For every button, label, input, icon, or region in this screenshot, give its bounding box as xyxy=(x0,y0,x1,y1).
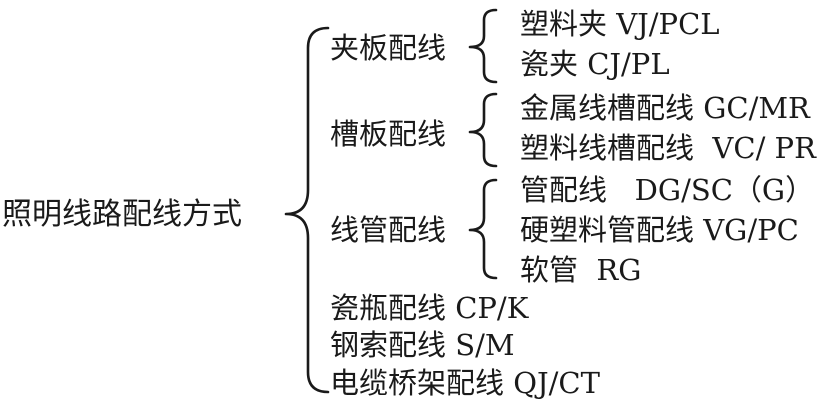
category-label-trough-wiring: 槽板配线 xyxy=(330,117,446,151)
item-porcelain-clamp: 瓷夹 CJ/PL xyxy=(520,47,670,81)
item-plastic-clamp: 塑料夹 VJ/PCL xyxy=(520,7,720,41)
category-label-conduit-wiring: 线管配线 xyxy=(330,213,446,247)
root-label: 照明线路配线方式 xyxy=(2,197,242,232)
sub-brace-clamp-wiring xyxy=(468,8,498,84)
item-rigid-plastic-conduit: 硬塑料管配线 VG/PC xyxy=(520,213,799,247)
category-label-steel-cable: 钢索配线 S/M xyxy=(330,328,515,362)
item-plastic-trunking: 塑料线槽配线 VC/ PR xyxy=(520,131,817,165)
item-metal-trunking: 金属线槽配线 GC/MR xyxy=(520,91,811,125)
category-label-porcelain-insulator: 瓷瓶配线 CP/K xyxy=(330,291,530,325)
category-label-clamp-wiring: 夹板配线 xyxy=(330,31,446,65)
item-flexible-conduit: 软管 RG xyxy=(520,253,641,287)
main-brace xyxy=(284,26,330,394)
sub-brace-trough-wiring xyxy=(468,92,498,168)
sub-brace-conduit-wiring xyxy=(468,178,498,280)
category-label-cable-tray: 电缆桥架配线 QJ/CT xyxy=(330,366,601,400)
item-conduit: 管配线 DG/SC（G） xyxy=(520,173,814,207)
